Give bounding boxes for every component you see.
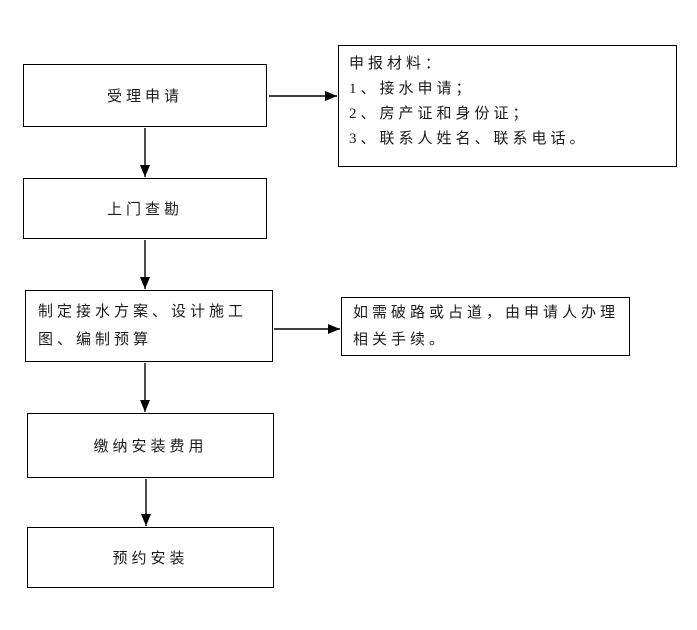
flow-step-pay-installation-fee: 缴纳安装费用 (27, 413, 274, 478)
note-line: 3、联系人姓名、联系电话。 (349, 131, 589, 147)
flow-step-plan-design: 制定接水方案、设计施工 图、编制预算 (25, 290, 273, 362)
flow-step-label: 制定接水方案、设计施工 图、编制预算 (38, 304, 248, 348)
note-line: 申报材料： (349, 56, 445, 72)
flow-step-label: 缴纳安装费用 (93, 439, 208, 455)
flow-step-accept-application: 受理申请 (23, 64, 267, 127)
flow-step-schedule-installation: 预约安装 (27, 527, 274, 588)
note-text: 如需破路或占道，由申请人办理 相关手续。 (353, 304, 620, 348)
note-road-permit: 如需破路或占道，由申请人办理 相关手续。 (341, 297, 630, 356)
flow-step-label: 受理申请 (106, 89, 183, 105)
note-line: 1、接水申请； (349, 81, 475, 97)
flow-step-label: 预约安装 (112, 551, 189, 567)
note-application-materials: 申报材料： 1、接水申请； 2、房产证和身份证； 3、联系人姓名、联系电话。 (338, 45, 677, 167)
flow-step-site-survey: 上门查勘 (23, 178, 267, 239)
flow-step-label: 上门查勘 (106, 202, 183, 218)
note-line: 2、房产证和身份证； (349, 106, 532, 122)
